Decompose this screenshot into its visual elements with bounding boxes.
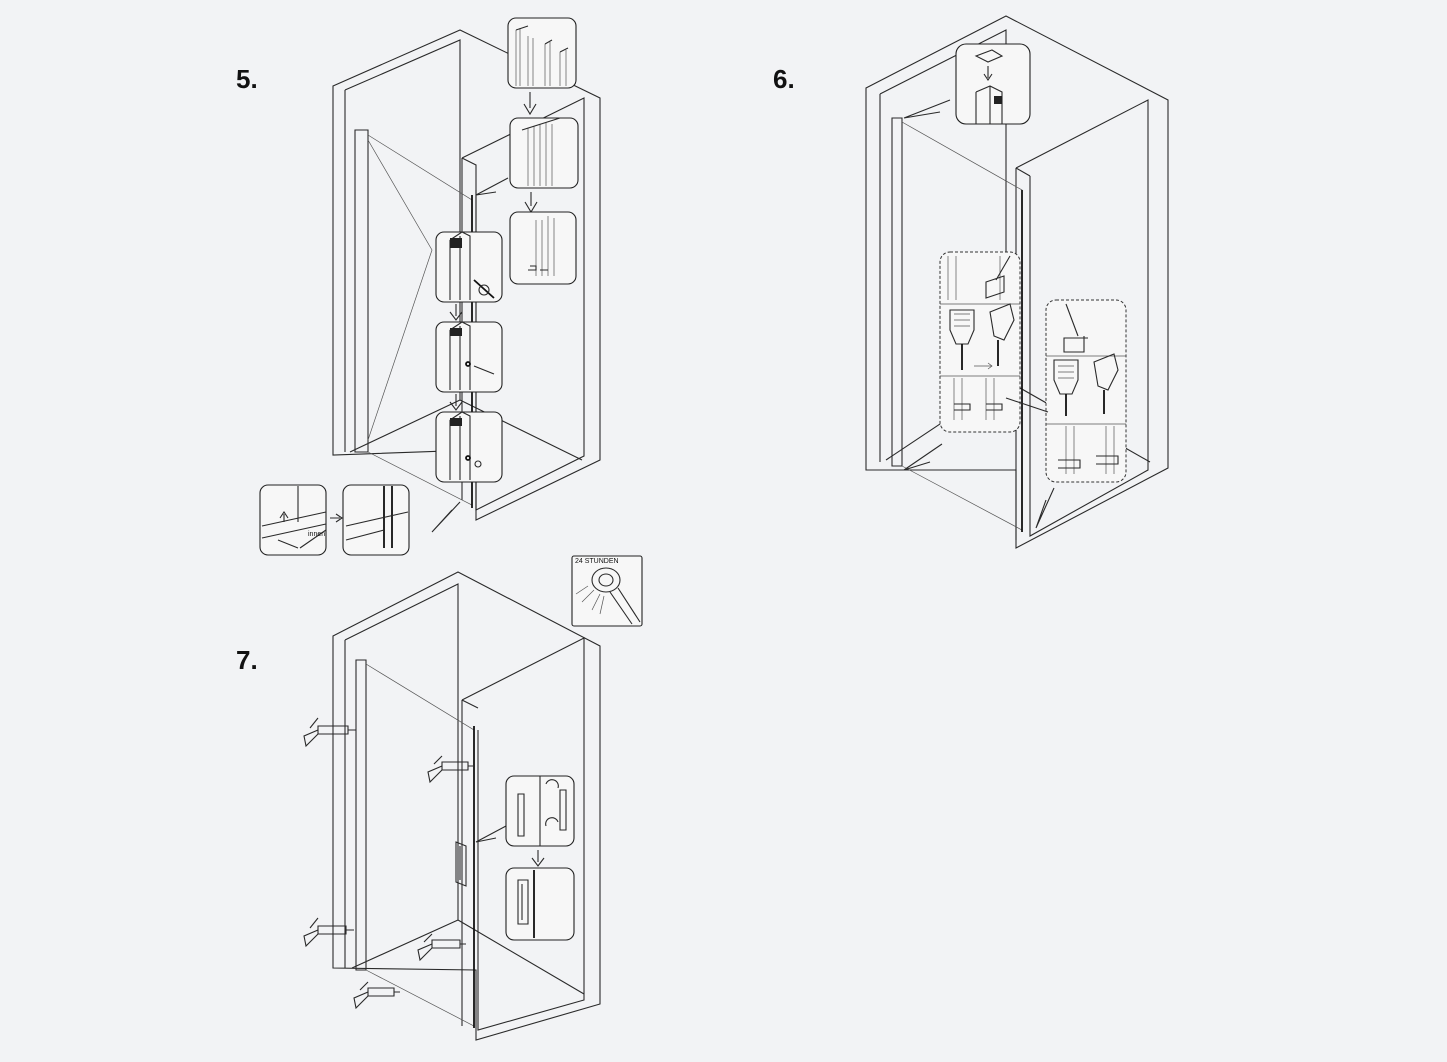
drill-icon [989, 303, 1015, 366]
step-7-number: 7. [236, 645, 258, 675]
silicone-gun-icon [417, 933, 466, 962]
screw-icon [473, 279, 495, 299]
silicone-gun-icon [353, 981, 400, 1010]
down-arrow-icon [449, 304, 463, 321]
down-arrow-icon [523, 92, 537, 116]
silicone-gun-icon [427, 755, 474, 784]
right-arrow-icon [330, 513, 343, 523]
drill-icon [949, 309, 975, 370]
up-arrow-icon [279, 511, 289, 522]
down-arrow-icon [531, 850, 545, 867]
step-6-illustration [865, 15, 1169, 549]
step-6-number: 6. [773, 64, 795, 94]
silicone-gun-icon [303, 717, 356, 748]
down-arrow-icon [524, 192, 538, 214]
drill-icon [1053, 359, 1079, 416]
cure-time-label: 24 STUNDEN [575, 558, 619, 565]
innen-label: innen [308, 531, 325, 538]
step-7-illustration: 24 STUNDEN [303, 555, 643, 1041]
step-5-illustration: innen [259, 17, 601, 556]
shower-head-icon [575, 567, 641, 625]
step-5-number: 5. [236, 64, 258, 94]
down-arrow-icon [983, 66, 993, 81]
down-arrow-icon [449, 394, 463, 411]
silicone-gun-icon [303, 917, 354, 948]
drill-icon [1093, 353, 1119, 414]
